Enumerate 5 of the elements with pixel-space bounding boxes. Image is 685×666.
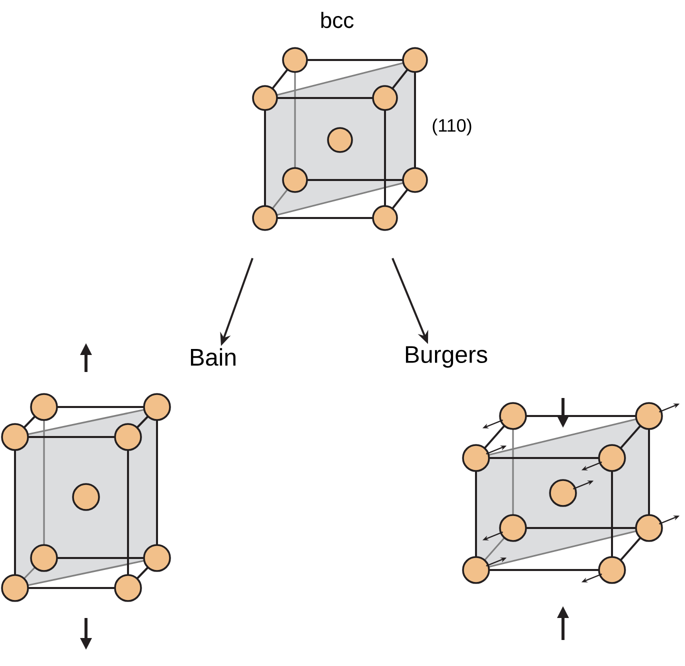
mechanism-label: Bain [190,348,236,366]
cube-drawing [1,393,171,602]
mechanism-label: Burgers [406,346,488,368]
plane-label: (110) [432,118,472,136]
cube-label: bcc [321,12,354,28]
